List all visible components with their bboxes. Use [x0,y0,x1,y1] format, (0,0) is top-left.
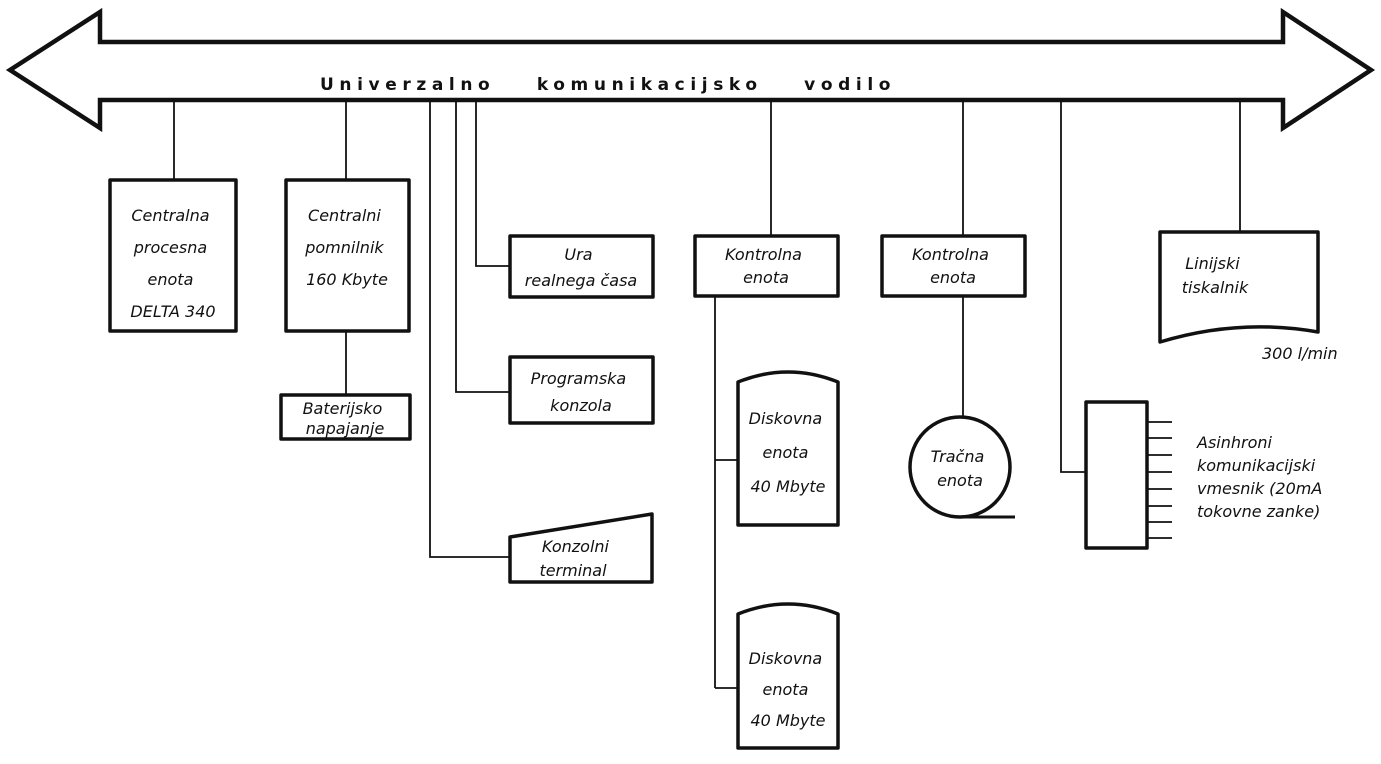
cpu-label: Centralna procesna enota DELTA 340 [130,206,215,321]
bus-label: Univerzalno komunikacijsko vodilo [320,75,896,95]
disk-controller-label: Kontrolna enota [725,245,807,287]
tape-drive-circle [908,415,1012,519]
memory-label: Centralni pomnilnik 160 Kbyte [304,206,389,289]
prog-console-box [508,355,655,425]
printer-speed: 300 l/min [1262,344,1338,363]
tape-drive-label: Tračna enota [931,447,990,490]
terminal-connector [429,100,510,558]
tape-controller-box [880,234,1027,298]
tape-controller-label: Kontrolna enota [912,245,994,287]
clock-connector [475,100,510,267]
bus-arrow [5,7,1376,133]
memory-box [284,178,411,333]
disk2-label: Diskovna enota 40 Mbyte [749,649,828,730]
prog-console-connector [455,100,510,393]
connection-lines [173,100,1241,689]
disk2-cylinder [736,602,840,750]
printer-document-shape [1158,230,1320,344]
clock-label: Ura realnega časa [525,245,637,290]
async-interface-box [1084,400,1149,550]
prog-console-label: Programska konzola [531,369,632,415]
disk1-label: Diskovna enota 40 Mbyte [749,409,828,496]
disk-controller-box [693,234,840,298]
async-interface-label: Asinhroni komunikacijski vmesnik (20mA t… [1196,433,1327,521]
battery-box [279,393,412,441]
battery-label: Baterijsko napajanje [303,399,388,438]
console-terminal-shape [508,512,654,584]
async-connector [1060,100,1086,473]
cpu-box [108,178,238,333]
clock-box [508,234,655,299]
printer-label: Linijski tiskalnik [1182,254,1249,297]
disk1-cylinder [736,370,840,527]
console-terminal-label: Konzolni terminal [539,537,614,580]
async-interface-pins [1147,421,1172,539]
